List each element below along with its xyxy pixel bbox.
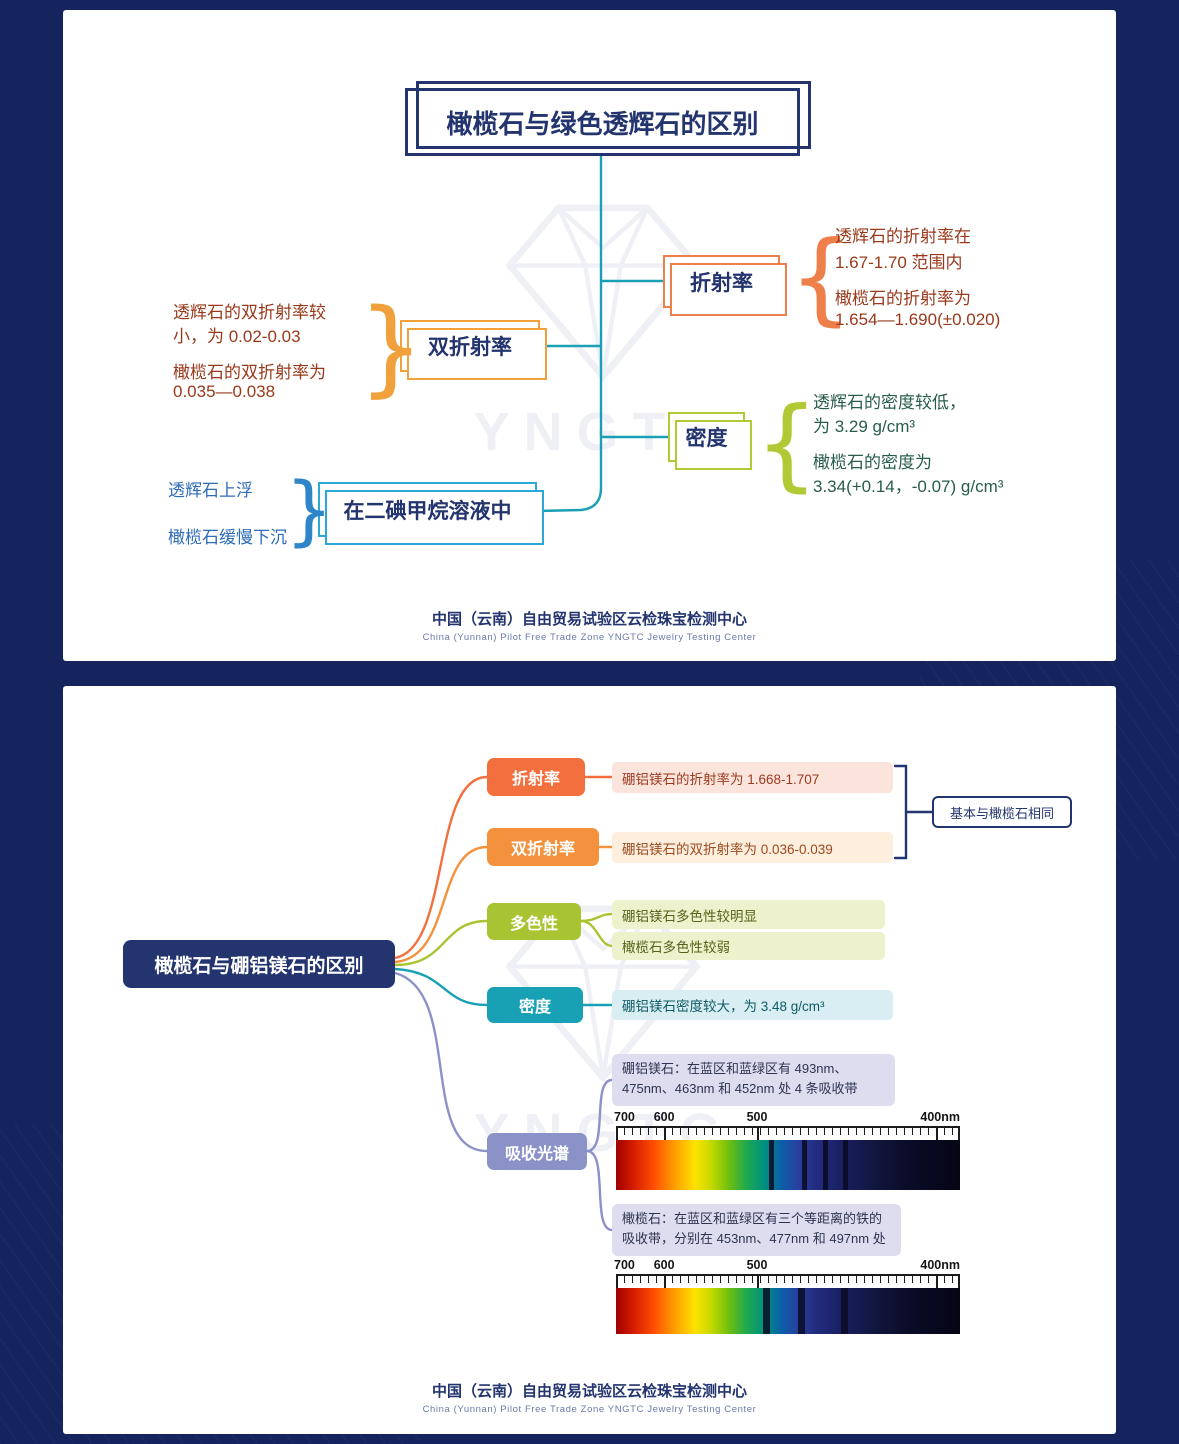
node-diiodomethane-solution-label: 在二碘甲烷溶液中	[343, 499, 512, 523]
root-topic-label: 橄榄石与硼铝镁石的区别	[154, 955, 364, 977]
footer-chinese: 中国（云南）自由贸易试验区云检珠宝检测中心	[431, 1383, 747, 1400]
node-density: 密度	[487, 987, 583, 1023]
brace-decoration: }	[358, 286, 425, 408]
spectrum-ruler	[616, 1126, 960, 1140]
brace-decoration: {	[755, 385, 819, 502]
note-line: 0.035—0.038	[173, 382, 276, 401]
note-density: 硼铝镁石密度较大，为 3.48 g/cm³	[612, 990, 893, 1020]
spectrum-gradient-bar	[616, 1140, 960, 1190]
diagram-title-label: 橄榄石与绿色透辉石的区别	[446, 108, 759, 139]
node-pleochroism-label: 多色性	[509, 915, 558, 933]
wavelength-label: 400nm	[920, 1258, 960, 1272]
note-line: 为 3.29 g/cm³	[813, 417, 916, 436]
node-density: 密度	[668, 412, 752, 470]
wavelength-label: 500	[746, 1258, 768, 1272]
wavelength-labels: 700 600 500 400nm	[614, 1110, 960, 1124]
node-birefringence: 双折射率	[487, 828, 599, 866]
node-refractive-index: 折射率	[487, 758, 585, 796]
wavelength-label: 600	[653, 1110, 675, 1124]
note-line: 透辉石的密度较低，	[813, 393, 966, 412]
absorption-line	[769, 1140, 775, 1190]
brace-decoration: }	[285, 465, 334, 554]
note-line: 小，为 0.02-0.03	[173, 327, 301, 346]
absorption-line	[842, 1140, 848, 1190]
absorption-line	[801, 1140, 807, 1190]
connector-lines	[535, 154, 670, 513]
diamond-logo-icon	[505, 204, 701, 382]
note-pleochroism-sinhalite: 硼铝镁石多色性较明显	[612, 900, 885, 929]
wavelength-label: 700	[614, 1110, 635, 1124]
same-as-peridot-note: 基本与橄榄石相同	[932, 796, 1072, 828]
node-refractive-index-label: 折射率	[511, 771, 560, 788]
root-topic: 橄榄石与硼铝镁石的区别	[123, 940, 395, 988]
absorption-line	[840, 1288, 848, 1334]
note-line: 透辉石的双折射率较	[173, 303, 326, 322]
note-spectrum-sinhalite: 硼铝镁石：在蓝区和蓝绿区有 493nm、475nm、463nm 和 452nm …	[612, 1054, 895, 1106]
footer-english: China (Yunnan) Pilot Free Trade Zone YNG…	[422, 1404, 757, 1415]
sinhalite-spectrum: 700 600 500 400nm	[614, 1110, 960, 1194]
wavelength-label: 700	[614, 1258, 635, 1272]
diagram-title: 橄榄石与绿色透辉石的区别	[405, 81, 811, 156]
note-line: 透辉石上浮	[168, 481, 253, 500]
card-peridot-vs-sinhalite: YNGTC 橄榄石与硼铝镁石的区别 折射率 硼铝镁石的折射率为 1.668-1.…	[63, 686, 1116, 1434]
node-density-label: 密度	[685, 427, 728, 450]
spectrum-gradient-bar	[616, 1288, 960, 1334]
node-absorption-spectrum-label: 吸收光谱	[504, 1145, 569, 1163]
note-line: 3.34(+0.14，-0.07) g/cm³	[813, 477, 1004, 496]
node-absorption-spectrum: 吸收光谱	[487, 1133, 587, 1170]
spectrum-ruler	[616, 1274, 960, 1288]
connector-lines	[393, 764, 934, 1232]
node-birefringence: 双折射率	[400, 320, 547, 380]
node-refractive-index: 折射率	[663, 255, 787, 316]
node-refractive-index-label: 折射率	[690, 271, 753, 295]
node-density-label: 密度	[518, 999, 551, 1016]
node-birefringence-label: 双折射率	[510, 841, 575, 858]
wavelength-label: 400nm	[920, 1110, 960, 1124]
note-line: 橄榄石的折射率为	[835, 289, 971, 308]
node-pleochroism: 多色性	[487, 903, 581, 940]
card-peridot-vs-diopside: YNGTC 橄榄石与绿色透辉石的区别 折射率 { 透辉石的折射率在 1.67-1…	[63, 10, 1116, 661]
note-line: 橄榄石的密度为	[813, 453, 932, 472]
node-birefringence-label: 双折射率	[428, 336, 512, 359]
note-line: 橄榄石的双折射率为	[173, 363, 326, 382]
footer-english: China (Yunnan) Pilot Free Trade Zone YNG…	[422, 632, 757, 643]
peridot-spectrum: 700 600 500 400nm	[614, 1258, 960, 1338]
note-line: 透辉石的折射率在	[835, 227, 971, 246]
note-line: 1.654—1.690(±0.020)	[835, 310, 1001, 329]
wavelength-label: 500	[746, 1110, 768, 1124]
brace-decoration: {	[789, 219, 853, 336]
wavelength-label: 600	[653, 1258, 675, 1272]
note-line: 1.67-1.70 范围内	[835, 253, 963, 272]
note-line: 橄榄石缓慢下沉	[168, 528, 287, 547]
wavelength-labels: 700 600 500 400nm	[614, 1258, 960, 1272]
footer-chinese: 中国（云南）自由贸易试验区云检珠宝检测中心	[431, 611, 747, 628]
absorption-line	[798, 1288, 806, 1334]
node-diiodomethane-solution: 在二碘甲烷溶液中	[318, 482, 544, 545]
note-birefringence: 硼铝镁石的双折射率为 0.036-0.039	[612, 832, 893, 863]
note-spectrum-peridot: 橄榄石：在蓝区和蓝绿区有三个等距离的铁的吸收带，分别在 453nm、477nm …	[612, 1204, 901, 1256]
note-pleochroism-peridot: 橄榄石多色性较弱	[612, 932, 885, 960]
absorption-line	[762, 1288, 770, 1334]
note-refractive-index: 硼铝镁石的折射率为 1.668-1.707	[612, 762, 893, 793]
absorption-line	[823, 1140, 829, 1190]
